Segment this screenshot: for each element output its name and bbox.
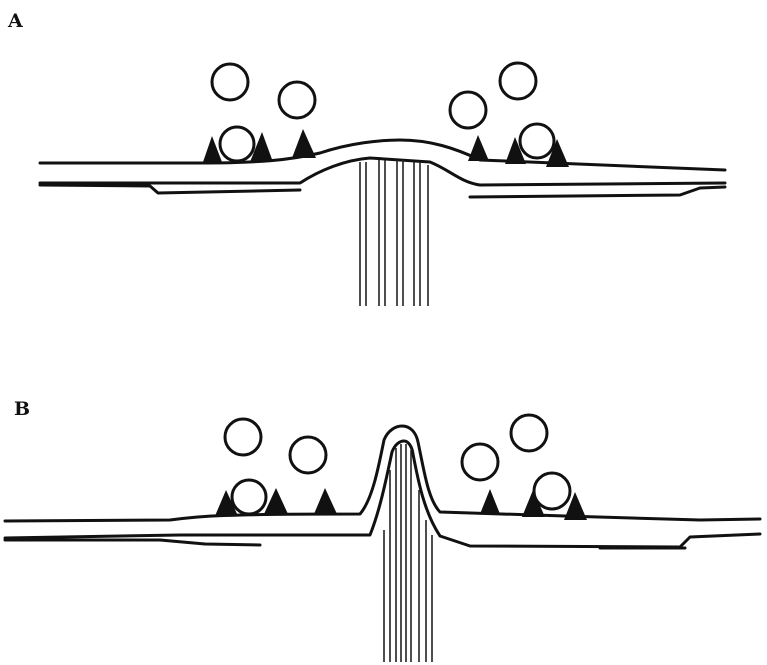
panel-a-circle-3 xyxy=(220,127,254,161)
panel-a-circle-2 xyxy=(279,82,315,118)
panel-a xyxy=(40,63,725,306)
panel-b-triangle-4 xyxy=(480,489,500,514)
panel-a-circle-5 xyxy=(450,92,486,128)
panel-b xyxy=(5,415,760,662)
panel-a-circle-1 xyxy=(212,64,248,100)
panel-a-fiber-bundle xyxy=(360,160,428,306)
panel-a-membrane-bottom xyxy=(40,185,725,197)
panel-b-circle-5 xyxy=(462,444,498,480)
panel-b-circle-3 xyxy=(232,480,266,514)
panel-b-circle-4 xyxy=(511,415,547,451)
panel-a-triangle-4 xyxy=(468,135,489,161)
panel-a-membrane-outer-top xyxy=(40,140,725,170)
panel-a-triangle-3 xyxy=(292,129,316,158)
panel-b-membrane-inner xyxy=(5,441,760,547)
panel-b-circle-6 xyxy=(534,473,570,509)
panel-b-circle-1 xyxy=(225,419,261,455)
panel-b-triangle-3 xyxy=(314,488,337,514)
panel-a-circle-4 xyxy=(500,63,536,99)
panel-b-triangle-2 xyxy=(264,488,288,514)
panel-a-circle-6 xyxy=(520,124,554,158)
panel-b-circle-2 xyxy=(290,437,326,473)
panel-b-membrane-outer-top xyxy=(5,426,760,521)
